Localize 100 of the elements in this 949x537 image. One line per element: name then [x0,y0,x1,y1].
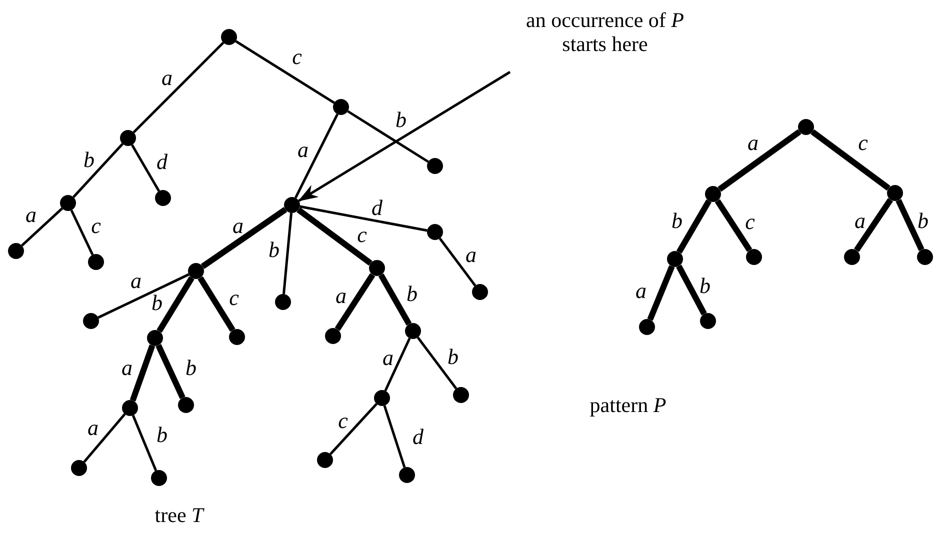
edge-label: b [448,346,458,368]
edge-label: c [357,224,367,246]
tree-node-dot [284,197,300,213]
tree-edge [294,114,339,198]
tree-edge [384,338,411,392]
edge-label: b [84,149,94,171]
tree-edge [132,42,224,134]
tree-edge [282,212,292,294]
tree-node-dot [60,195,76,211]
edge-label: a [162,67,172,89]
tree-edge [72,143,124,198]
tree-edge [70,210,94,256]
tree-node-dot [120,130,136,146]
edge-label: b [918,210,928,232]
edge-label: a [232,215,244,237]
tree-node-dot [700,313,716,329]
tree-node-dot [275,294,291,310]
tree-edge [300,205,428,232]
edge-label: b [186,357,196,379]
tree-node-dot [188,263,204,279]
tree-node-dot [147,330,163,346]
tree-edge [714,199,752,252]
edge-label: a [130,270,142,292]
tree-edge [718,129,802,192]
tree-edge [383,405,406,468]
edge-label: b [700,275,710,297]
tree-node-dot [178,397,194,413]
edge-label: c [858,132,868,154]
tree-node-dot [399,467,415,483]
tree-node-dot [369,260,385,276]
tree-node-dot [427,158,443,174]
tree-node-dot [155,190,171,206]
tree-edge [334,273,376,331]
tree-node-dot [229,329,245,345]
figure-caption: tree T [154,504,204,526]
edge-label: c [229,287,239,309]
tree-node-dot [453,387,469,403]
tree-node-dot [83,313,99,329]
tree-edge [438,238,476,286]
tree-node-dot [325,328,341,344]
tree-edge [347,110,429,163]
tree-node-dot [317,452,333,468]
figure-caption: pattern P [590,394,666,416]
tree-edge [98,273,190,319]
edge-label: b [156,424,168,446]
tree-edge [156,344,186,399]
tree-node-dot [151,470,167,486]
tree-node-dot [844,249,860,265]
tree-edge [896,198,924,252]
edge-label: a [26,204,36,226]
tree-node-dot [122,400,138,416]
tree-edge [156,276,194,333]
tree-edge [416,336,458,390]
edge-label: a [298,139,308,161]
tree-node-dot [798,119,814,135]
tree-edge [130,344,156,402]
tree-edge [676,264,707,316]
tree-edge [378,273,412,326]
annotation-text: an occurrence of P starts here [505,8,705,56]
edge-label: a [336,285,346,307]
edge-label: c [745,211,755,233]
tree-edge [130,144,160,192]
tree-edge [647,265,675,321]
tree-node-dot [374,390,390,406]
edge-label: a [382,347,394,369]
edge-label: a [466,244,476,266]
tree-node-dot [705,186,721,202]
edge-label: b [406,283,418,305]
edge-label: d [412,426,424,448]
tree-edge [235,40,335,104]
pointer-arrow [298,70,511,202]
edge-label: c [292,46,302,68]
tree-node-dot [88,254,104,270]
tree-node-dot [405,323,421,339]
edge-label: d [156,151,168,173]
tree-node-dot [472,284,488,300]
tree-node-dot [71,460,87,476]
tree-edge [83,413,126,463]
tree-node-dot [917,249,933,265]
tree-node-dot [746,249,762,265]
tree-edge [330,403,378,455]
tree-node-dot [427,224,443,240]
edge-label: a [748,132,758,154]
edge-label: b [152,292,162,314]
edge-label: d [372,197,382,219]
tree-edge [198,276,236,332]
tree-edge [676,199,712,254]
tree-node-dot [639,319,655,335]
tree-edge [810,129,890,191]
tree-node-dot [887,185,903,201]
edge-label: b [268,239,280,261]
tree-node-dot [667,251,683,267]
tree-node-dot [8,243,24,259]
edge-label: a [88,417,98,439]
edge-label: a [122,357,132,379]
edge-label: c [338,410,348,432]
tree-node-dot [221,29,237,45]
tree-edge [854,198,894,252]
edge-label: a [636,280,646,302]
edge-label: b [672,210,682,232]
